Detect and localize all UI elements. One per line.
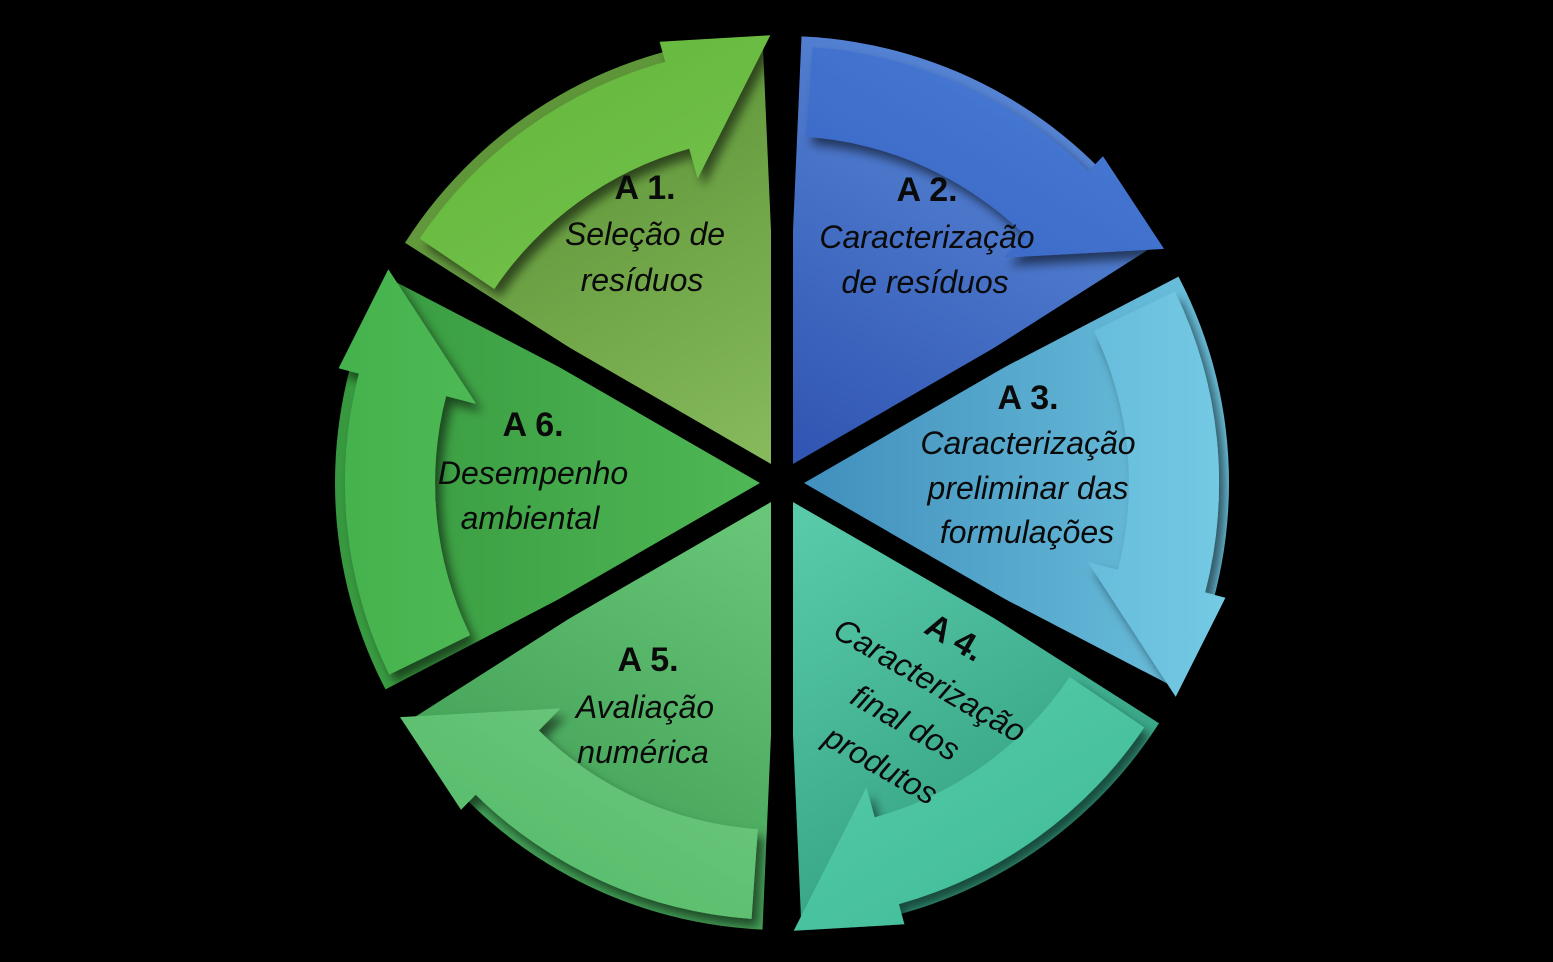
segment-a5-line: numérica [577,734,709,770]
segment-a1-title: A 1. [614,169,675,207]
segment-a3-label: A 3. Caracterização preliminar das formu… [920,379,1135,550]
segment-a2-title: A 2. [896,171,957,209]
segment-a2-line: Caracterização [819,219,1034,255]
segment-a5-line: Avaliação [574,689,714,725]
segment-a6-line: ambiental [461,500,601,536]
arrow-a5 [400,708,758,919]
segment-a2-line: de resíduos [841,264,1008,300]
segment-a1-line: Seleção de [565,216,725,252]
arrows-layer [338,35,1226,931]
segment-a3-line: formulações [940,514,1114,550]
segment-a6-line: Desempenho [438,455,628,491]
segment-a1-line: resíduos [581,262,704,298]
segment-a6-label: A 6. Desempenho ambiental [438,406,628,536]
segment-a5-title: A 5. [617,641,678,679]
segment-a1-label: A 1. Seleção de resíduos [565,169,725,298]
labels-layer: A 1. Seleção de resíduos A 2. Caracteriz… [438,169,1136,812]
segment-a2-label: A 2. Caracterização de resíduos [819,171,1034,300]
arrow-a4 [793,677,1145,931]
arrow-a1 [419,35,771,290]
arrow-a3 [1087,291,1226,697]
separators-layer [362,5,1202,961]
segment-a5-label: A 5. Avaliação numérica [574,641,714,770]
segment-a3-line: Caracterização [920,425,1135,461]
arrow-a2 [806,47,1164,258]
segment-a6-title: A 6. [502,406,563,444]
segment-a3-title: A 3. [997,379,1058,417]
separator-line [362,234,1202,732]
segment-a3-line: preliminar das [927,470,1129,506]
arrow-a6 [338,269,477,675]
